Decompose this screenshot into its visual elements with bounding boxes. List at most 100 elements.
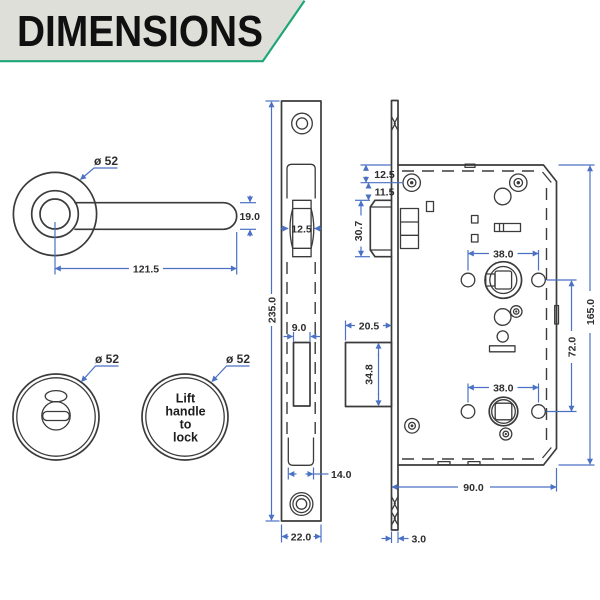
dim-case-height: 165.0 (558, 164, 597, 466)
dim-screw-to-latch: 11.5 (365, 182, 395, 201)
indicator-text-line: handle (165, 405, 205, 419)
dim-handle-diameter: ø 52 (80, 154, 118, 180)
dim-label: 30.7 (353, 221, 365, 242)
countersink-mark (393, 116, 399, 131)
thumbturn-escutcheon-view: ø 52 (12, 352, 119, 461)
dim-deadbolt-width: 9.0 (283, 322, 321, 342)
dim-label: 3.0 (412, 534, 427, 546)
handle-front-view: ø 52 19.0 121.5 (12, 154, 260, 276)
dim-case-depth: 90.0 (391, 468, 558, 494)
leader-line (211, 365, 250, 382)
dim-thumbturn-diameter: ø 52 (81, 352, 119, 382)
indicator-text-line: to (180, 418, 192, 432)
dim-label: 121.5 (133, 264, 159, 276)
escutcheon-inner-circle (145, 377, 225, 457)
dim-label: 38.0 (493, 383, 514, 395)
case-slot-bar (488, 345, 516, 353)
indicator-text-line: Lift (176, 392, 196, 406)
dim-label: 72.0 (567, 337, 579, 358)
dim-label: 165.0 (585, 299, 597, 325)
header-accent-line (0, 0, 306, 63)
case-slot (425, 200, 435, 213)
escutcheon-outer-circle (12, 373, 100, 461)
deadbolt-side (344, 341, 393, 408)
case-tab (437, 460, 451, 466)
faceplate-outline (280, 100, 322, 522)
thumbturn-knob (44, 389, 68, 403)
countersink-mark (390, 116, 396, 131)
fixing-screw-top-left (402, 173, 422, 193)
leader-line (81, 365, 119, 382)
faceplate-edge-strip (390, 99, 399, 531)
dim-centres: 72.0 (546, 279, 579, 413)
dim-label: ø 52 (226, 352, 250, 366)
spindle-square-hole (494, 402, 513, 421)
case-slot (470, 233, 479, 243)
fixing-hole (531, 272, 546, 288)
spindle-square-hole (494, 270, 513, 290)
case-hole (493, 308, 512, 326)
dim-faceplate-height: 235.0 (265, 100, 280, 522)
dim-faceplate-width: 22.0 (280, 524, 322, 544)
indicator-text-line: lock (173, 431, 198, 445)
deadbolt-front (292, 341, 311, 407)
dim-label: 11.5 (375, 186, 395, 198)
fixing-screw-top-right (508, 173, 528, 193)
dim-label: 12.5 (374, 169, 395, 181)
latch-cutout (286, 163, 316, 199)
latch-tail (399, 207, 420, 250)
dim-spindle-spacing-bottom: 38.0 (467, 383, 540, 403)
countersink-mark (390, 496, 396, 511)
dim-label: 20.5 (359, 321, 380, 333)
lever-handle (74, 201, 238, 231)
faceplate-front-view: 235.0 12.5 9.0 14.0 22.0 (265, 100, 352, 544)
header-banner (0, 0, 305, 62)
indicator-escutcheon-view: Lift handle to lock ø 52 (141, 352, 250, 461)
dim-label: 235.0 (267, 297, 279, 323)
leader-line (80, 167, 118, 180)
case-tab (464, 163, 476, 169)
countersink-mark (393, 511, 399, 526)
spindle-hub-bottom (488, 396, 519, 427)
lock-body-view: 12.5 11.5 30.7 38.0 20.5 (344, 99, 597, 546)
fixing-screw-below-hub (499, 427, 513, 441)
dim-label: ø 52 (94, 154, 118, 168)
screw-hole-bottom (289, 491, 314, 517)
latch-bolt-side (369, 199, 420, 258)
lock-case-outline (397, 164, 558, 466)
thumbturn-slot (42, 410, 70, 422)
dim-label: ø 52 (95, 352, 119, 366)
dim-plate-thickness: 3.0 (381, 531, 427, 546)
thumbturn-base-circle (41, 400, 71, 431)
fixing-hole (460, 404, 476, 419)
hub-tab (485, 273, 496, 287)
dim-label: 19.0 (239, 211, 260, 223)
screw-hole-top (291, 112, 313, 135)
header: DIMENSIONS (0, 0, 306, 63)
case-hole (493, 187, 512, 206)
dim-latch-width: 12.5 (280, 223, 322, 235)
dim-lever-height: 19.0 (239, 195, 260, 237)
dim-label: 14.0 (331, 469, 352, 481)
dim-latch-height: 30.7 (353, 199, 370, 258)
case-hole (496, 330, 509, 343)
side-tab (554, 304, 560, 325)
dim-indicator-diameter: ø 52 (211, 352, 250, 382)
dim-label: 34.8 (364, 364, 376, 385)
fixing-screw-bottom-left (404, 417, 420, 434)
case-tab (467, 460, 481, 466)
bottom-cutout (287, 437, 315, 466)
escutcheon-inner-circle (16, 377, 96, 457)
case-slot (470, 214, 479, 224)
dim-top-to-screw: 12.5 (360, 164, 404, 184)
dim-label: 12.5 (291, 223, 312, 235)
fixing-screw-mid (509, 305, 523, 318)
fixing-hole (460, 272, 476, 288)
page-title: DIMENSIONS (17, 7, 263, 56)
spindle-hub-top (484, 260, 523, 300)
dim-deadbolt-height: 34.8 (364, 342, 382, 407)
latch-bolt-front (289, 199, 315, 258)
dim-label: 22.0 (291, 532, 312, 544)
